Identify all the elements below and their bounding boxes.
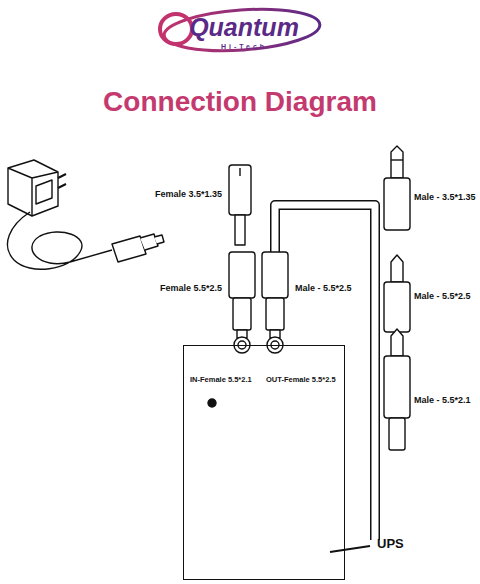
female-3.5-connector (229, 165, 251, 245)
indicator-dot (208, 399, 216, 407)
ups-box: UPS (183, 345, 345, 580)
male-5.5-connector (262, 252, 288, 338)
part-label: Male - 5.5*2.5 (414, 292, 471, 302)
cable (275, 205, 375, 540)
part-label: Male - 3.5*1.35 (414, 193, 476, 203)
logo-name: Quantum (189, 14, 299, 42)
female-5.5-connector (229, 252, 255, 338)
ups-label: UPS (377, 536, 404, 551)
wall-adapter (7, 160, 164, 269)
logo-tagline: Hi-Tech (221, 43, 267, 51)
part-label: Female 3.5*1.35 (155, 190, 222, 200)
logo-q-ring (160, 14, 192, 44)
part-label: Male - 5.5*2.5 (295, 284, 352, 294)
leader-line (330, 546, 370, 552)
part-label: Female 5.5*2.5 (160, 284, 222, 294)
part-label: Male - 5.5*2.1 (414, 396, 471, 406)
socket-label: OUT-Female 5.5*2.5 (266, 376, 336, 384)
socket-label: IN-Female 5.5*2.1 (190, 376, 252, 384)
male-5.5-2.5-tip (384, 255, 410, 332)
diagram-title: Connection Diagram (0, 87, 480, 118)
logo-swoosh (163, 5, 321, 56)
male-5.5-2.1-tip (384, 329, 410, 450)
cable-inner (275, 205, 375, 541)
male-3.5-tip (384, 146, 410, 230)
